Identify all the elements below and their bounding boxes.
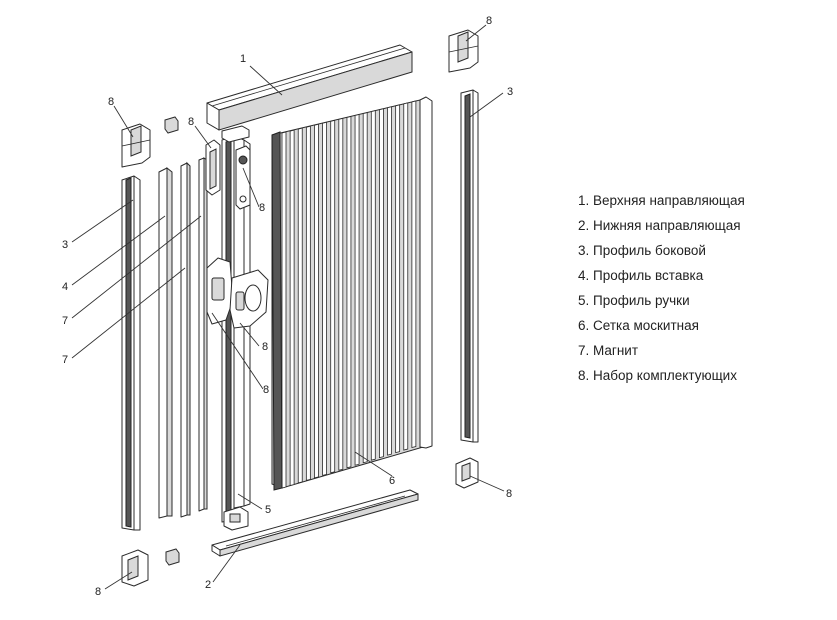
side-profile-left xyxy=(121,175,141,531)
magnet-strip-2 xyxy=(198,157,208,512)
kit-handle-plate-left xyxy=(206,257,234,325)
magnet-strip-1 xyxy=(180,161,191,518)
mesh-pleats xyxy=(281,100,417,489)
callout-7-magnet-lower: 7 xyxy=(62,354,68,366)
leader-lines xyxy=(71,24,505,590)
mosquito-mesh xyxy=(271,96,433,491)
kit-roller xyxy=(235,145,251,210)
callout-8-kit-top-right: 8 xyxy=(486,15,492,27)
callout-3-side-profile-left: 3 xyxy=(62,239,68,251)
callout-6-mesh: 6 xyxy=(389,475,395,487)
mesh-pleat xyxy=(379,108,384,459)
mesh-pleat xyxy=(395,104,401,454)
side-profile-right xyxy=(460,89,479,443)
kit-handle-top-latch xyxy=(205,139,221,196)
callout-3-side-profile-right: 3 xyxy=(507,86,513,98)
kit-bottom-left-cap xyxy=(121,549,149,587)
insert-profile xyxy=(158,166,173,519)
mesh-pleat xyxy=(362,112,368,464)
callout-7-magnet-upper: 7 xyxy=(62,315,68,327)
callout-5-handle-profile: 5 xyxy=(265,504,271,516)
legend-item-handle-profile: 5. Профиль ручки xyxy=(578,293,690,308)
mesh-pleat xyxy=(370,110,376,461)
mesh-pleat xyxy=(354,114,360,466)
callout-8-kit-handle-grip: 8 xyxy=(262,341,268,353)
mesh-pleat xyxy=(314,123,319,479)
callout-8-kit-roller: 8 xyxy=(259,202,265,214)
mesh-pleat xyxy=(322,121,327,476)
mesh-pleat xyxy=(289,129,295,486)
kit-small-clip-bottom xyxy=(165,548,180,566)
callout-8-kit-bottom-left: 8 xyxy=(95,586,101,598)
parts-legend: 1. Верхняя направляющая 2. Нижняя направ… xyxy=(578,188,745,388)
top-guide-rail xyxy=(206,44,413,131)
mesh-pleat xyxy=(305,125,311,481)
kit-small-clip-top xyxy=(164,116,179,134)
callout-8-kit-handle-grip-lower: 8 xyxy=(263,384,269,396)
kit-top-bracket xyxy=(221,125,250,143)
legend-item-bottom-guide: 2. Нижняя направляющая xyxy=(578,218,741,233)
mesh-pleat xyxy=(403,102,409,451)
callout-8-kit-top-left: 8 xyxy=(108,96,114,108)
mesh-pleat xyxy=(338,117,344,471)
kit-handle-grip xyxy=(229,269,269,329)
callout-1-top-guide: 1 xyxy=(240,53,246,65)
callout-8-kit-handle-top: 8 xyxy=(188,116,194,128)
kit-bottom-right-cap xyxy=(455,457,479,489)
mesh-pleat xyxy=(387,106,392,456)
kit-bottom-carriage xyxy=(223,506,249,531)
legend-item-insert-profile: 4. Профиль вставка xyxy=(578,268,704,283)
legend-item-mosquito-mesh: 6. Сетка москитная xyxy=(578,318,699,333)
mesh-pleat xyxy=(297,127,303,484)
kit-top-right-cap xyxy=(448,29,479,73)
legend-item-top-guide: 1. Верхняя направляющая xyxy=(578,193,745,208)
legend-item-side-profile: 3. Профиль боковой xyxy=(578,243,706,258)
mesh-pleat xyxy=(281,131,287,489)
kit-top-left-cap xyxy=(121,123,151,168)
callout-4-insert-profile: 4 xyxy=(62,281,68,293)
legend-item-magnet: 7. Магнит xyxy=(578,343,639,358)
mesh-pleat xyxy=(346,115,352,469)
mesh-pleat xyxy=(411,100,417,449)
callout-8-kit-bottom-right: 8 xyxy=(506,488,512,500)
callout-2-bottom-guide: 2 xyxy=(205,579,211,591)
legend-item-component-kit: 8. Набор комплектующих xyxy=(578,368,737,383)
bottom-guide-rail xyxy=(211,489,419,557)
callout-labels: 1 2 3 3 4 5 6 7 7 8 8 8 8 8 8 8 8 xyxy=(62,15,513,598)
mesh-pleat xyxy=(330,119,336,474)
